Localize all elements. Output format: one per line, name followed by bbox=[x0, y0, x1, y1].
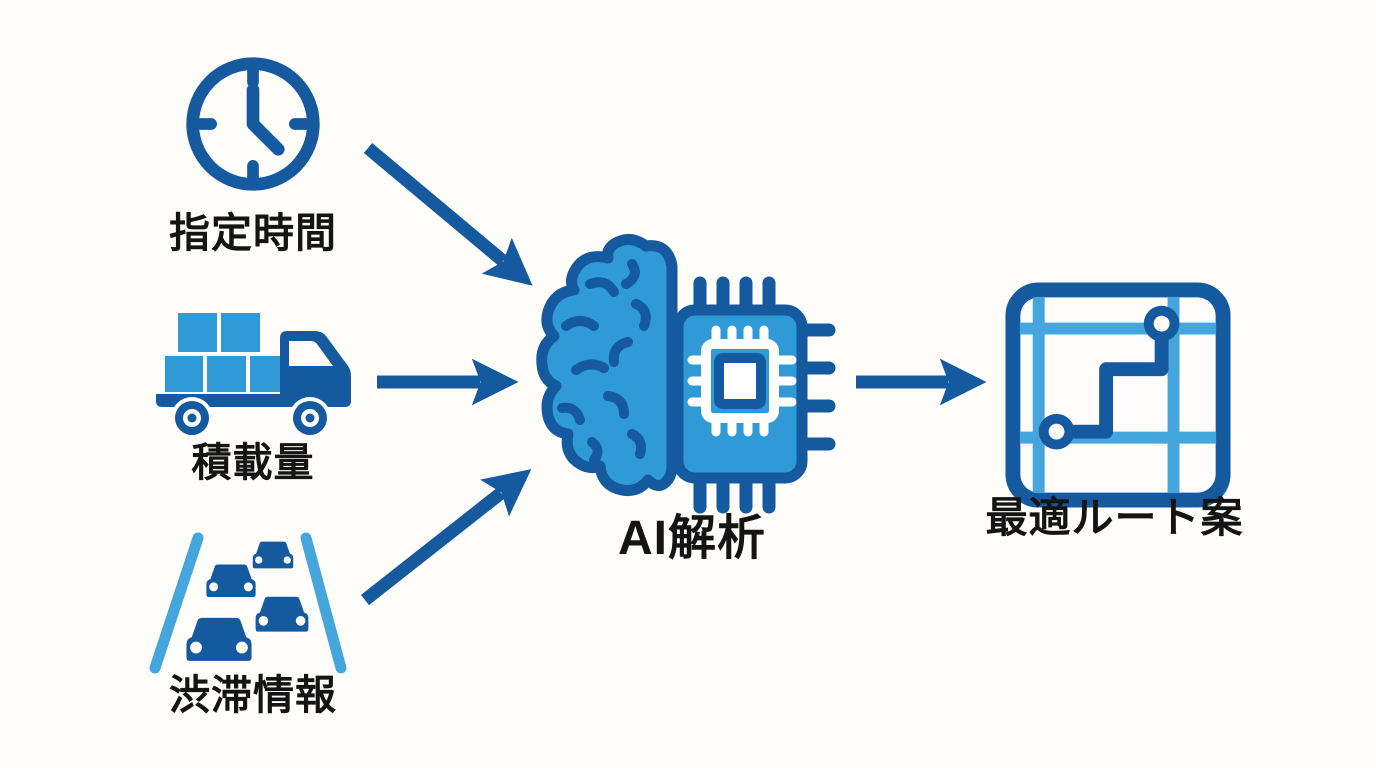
input-label-designated-time: 指定時間 bbox=[169, 210, 337, 256]
brain-half bbox=[536, 234, 678, 496]
truck-wheels bbox=[171, 397, 331, 439]
route-path bbox=[1049, 318, 1169, 439]
output-label-optimal-route: 最適ルート案 bbox=[985, 494, 1244, 541]
clock-icon bbox=[186, 57, 320, 191]
road-lane-right bbox=[300, 532, 347, 674]
input-label-traffic-info: 渋滞情報 bbox=[169, 672, 337, 718]
traffic-jam-icon bbox=[149, 532, 347, 674]
brain-chip-icon bbox=[536, 234, 836, 514]
truck-icon bbox=[156, 313, 351, 439]
route-endpoints bbox=[1038, 305, 1180, 450]
arrow-time-to-ai-icon bbox=[363, 143, 533, 286]
arrow-traffic-to-ai-icon bbox=[360, 469, 532, 606]
route-map-icon bbox=[1005, 282, 1231, 508]
process-label-ai-analysis: AI解析 bbox=[617, 512, 766, 565]
road-lane-left bbox=[149, 532, 204, 674]
input-label-load-capacity: 積載量 bbox=[191, 441, 315, 485]
